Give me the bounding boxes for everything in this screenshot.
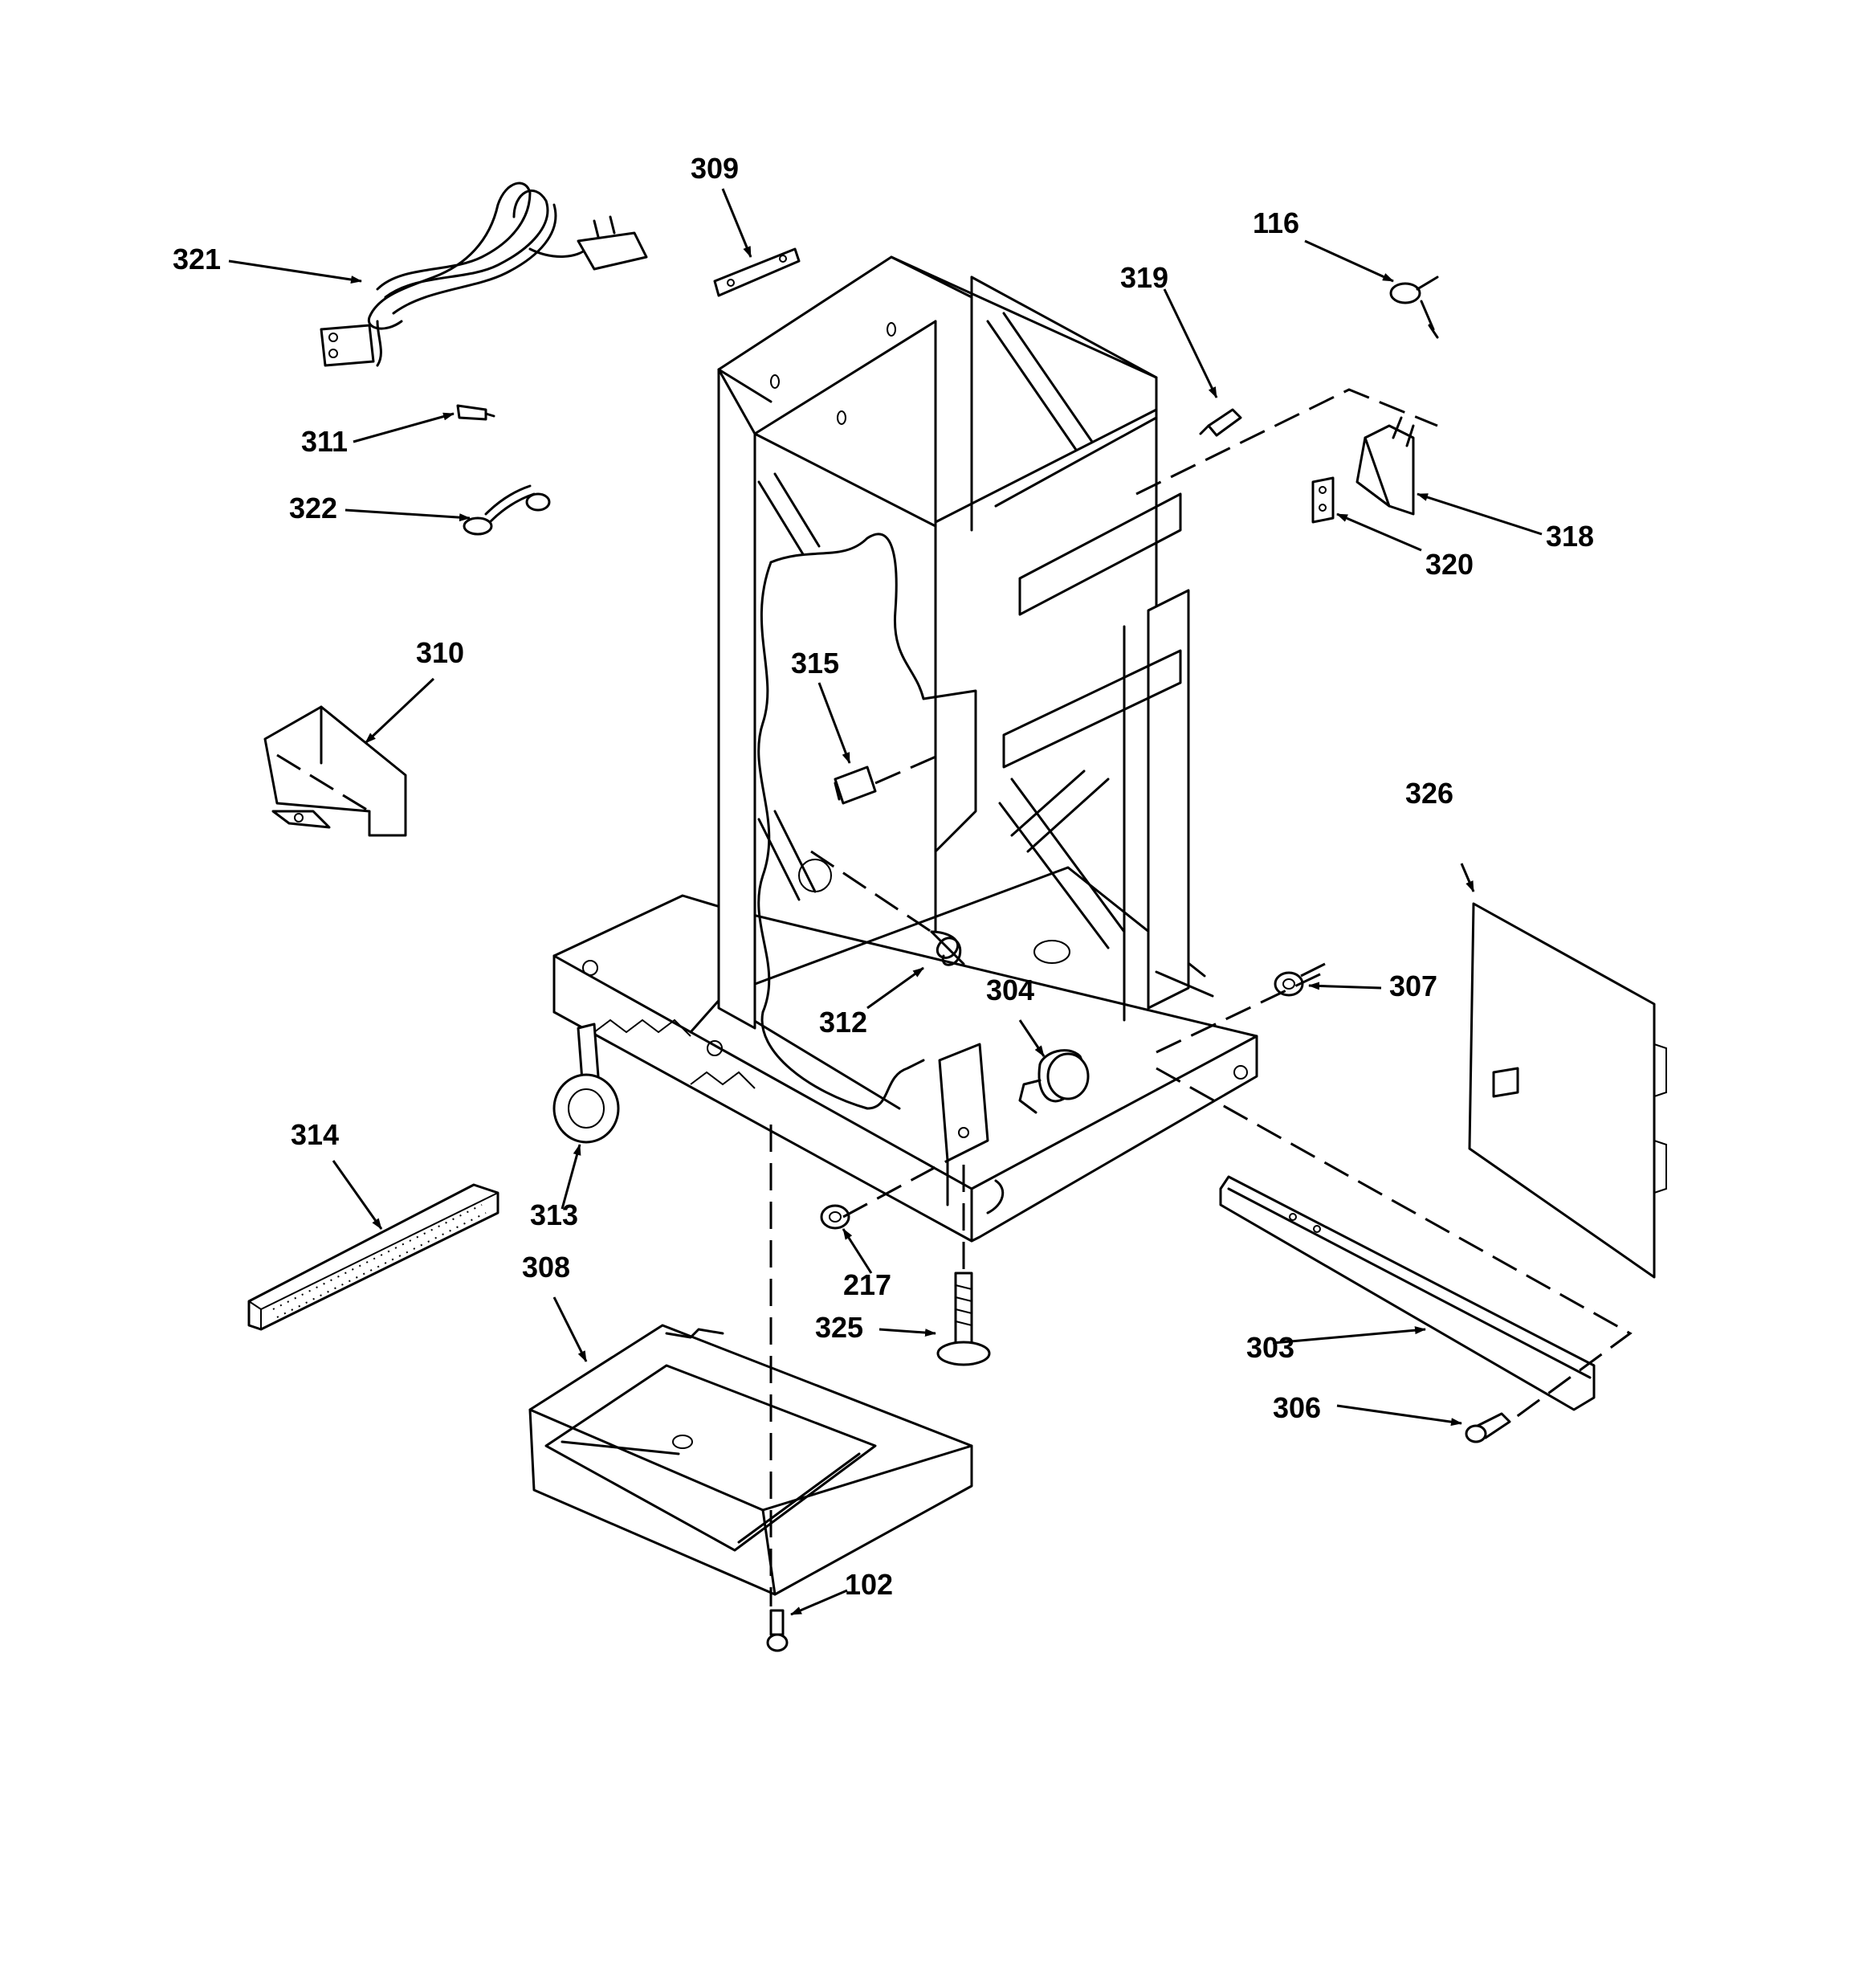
part-label-217: 217 (843, 1268, 891, 1301)
leveling-foot-part-325 (936, 1272, 991, 1366)
part-label-303: 303 (1246, 1331, 1294, 1364)
part-label-315: 315 (791, 647, 839, 680)
wing-knob-part-116 (1389, 276, 1439, 339)
part-label-116: 116 (1253, 206, 1299, 239)
bottom-tray-part-308 (528, 1324, 973, 1596)
part-label-307: 307 (1389, 970, 1437, 1002)
nut-part-217 (820, 1204, 850, 1230)
part-label-312: 312 (819, 1006, 867, 1039)
part-label-304: 304 (986, 974, 1034, 1006)
connector-part-315 (834, 765, 877, 805)
foam-strip-part-314 (247, 1183, 499, 1331)
part-label-321: 321 (173, 243, 221, 276)
leader-arrows (228, 188, 1543, 1616)
clamp-part-322 (463, 484, 551, 536)
part-label-318: 318 (1546, 520, 1594, 553)
part-label-102: 102 (845, 1568, 893, 1601)
part-label-320: 320 (1425, 548, 1474, 581)
part-label-319: 319 (1120, 261, 1168, 294)
panel-part-326 (1468, 902, 1667, 1279)
part-label-309: 309 (691, 152, 739, 185)
switch-bracket-part-318 (1311, 416, 1415, 524)
spring-part-312 (930, 930, 965, 966)
assembly-lines (769, 388, 1633, 1606)
screw-part-102 (766, 1609, 789, 1652)
part-label-311: 311 (301, 425, 348, 458)
part-label-306: 306 (1273, 1391, 1321, 1424)
part-label-310: 310 (416, 636, 464, 669)
part-label-326: 326 (1405, 777, 1453, 810)
motor-part-304 (1018, 1049, 1090, 1114)
cover-part-310 (263, 705, 407, 837)
part-label-308: 308 (522, 1251, 570, 1284)
screw-part-319 (1199, 408, 1242, 437)
screw-part-311 (456, 404, 495, 421)
part-label-322: 322 (289, 492, 337, 525)
part-label-313: 313 (530, 1198, 578, 1231)
part-labels: 321 309 116 319 311 322 318 320 310 315 … (173, 152, 1594, 1601)
clip-part-309 (713, 247, 801, 297)
part-label-314: 314 (291, 1118, 339, 1151)
power-cord-part (320, 182, 648, 367)
nut-part-307 (1274, 971, 1304, 997)
part-label-325: 325 (815, 1311, 863, 1344)
caster-wheel-part-313 (552, 1023, 620, 1144)
cabinet-frame (552, 255, 1258, 1243)
rail-part-303 (1219, 1175, 1596, 1411)
screw-part-306 (1465, 1412, 1511, 1443)
